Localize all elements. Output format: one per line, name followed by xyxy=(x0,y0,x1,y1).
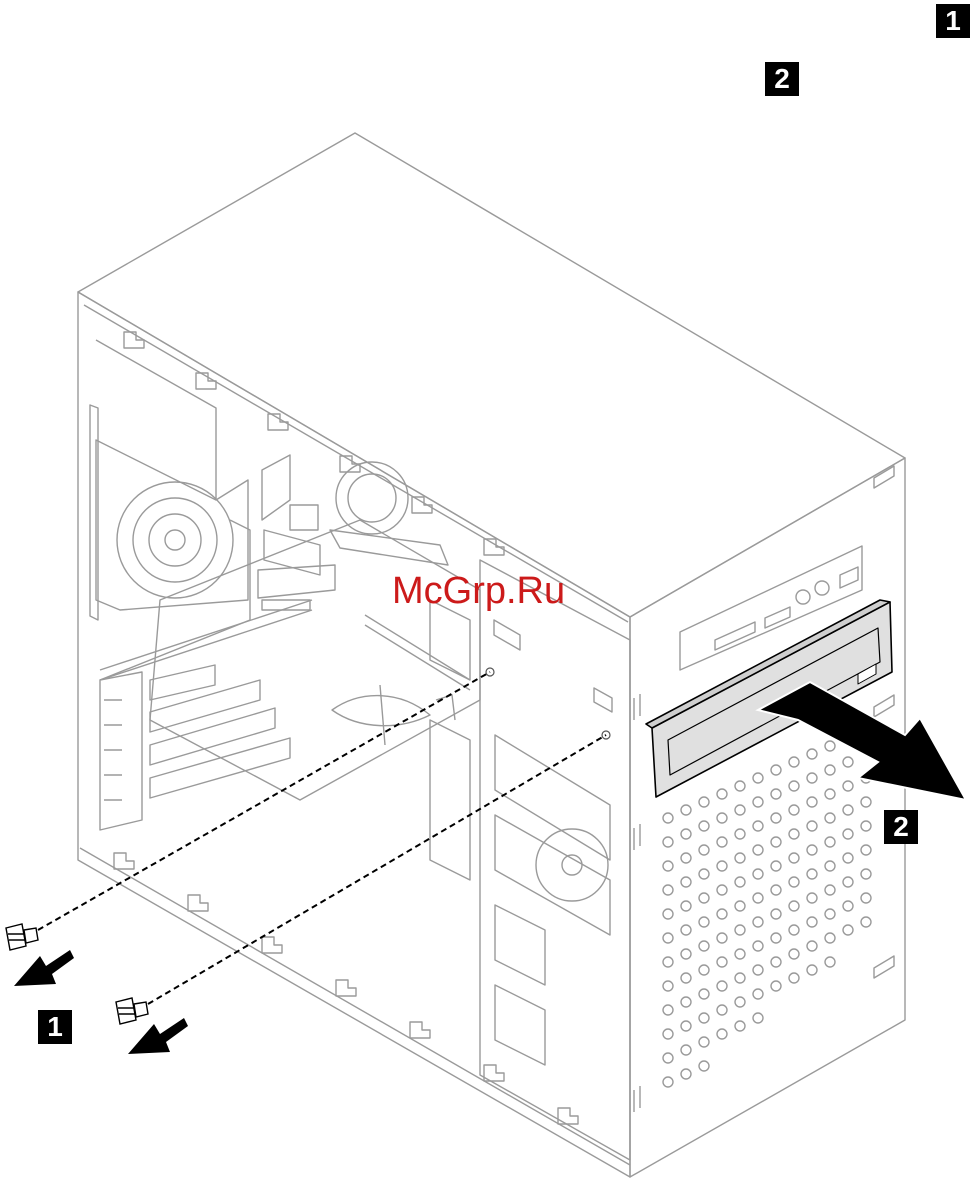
step-badge-top-1: 1 xyxy=(936,4,970,38)
screw-right xyxy=(116,998,148,1024)
screw-arrow-right xyxy=(128,1018,188,1054)
watermark-text: McGrp.Ru xyxy=(392,570,565,613)
screw-arrow-left xyxy=(14,950,74,986)
screw-path-right xyxy=(148,735,606,1004)
optical-drive xyxy=(646,600,892,797)
drive-removal-arrow xyxy=(758,682,966,800)
case-top-panel xyxy=(78,133,905,617)
case-bottom-rim xyxy=(80,848,630,1165)
step-badge-top-2: 2 xyxy=(765,62,799,96)
expansion-slots xyxy=(100,600,312,830)
step-badge-screws: 1 xyxy=(38,1010,72,1044)
step-badge-drive: 2 xyxy=(884,810,918,844)
case-front-panel xyxy=(630,458,905,1177)
screw-left xyxy=(6,924,38,950)
vent-holes xyxy=(663,741,871,1087)
